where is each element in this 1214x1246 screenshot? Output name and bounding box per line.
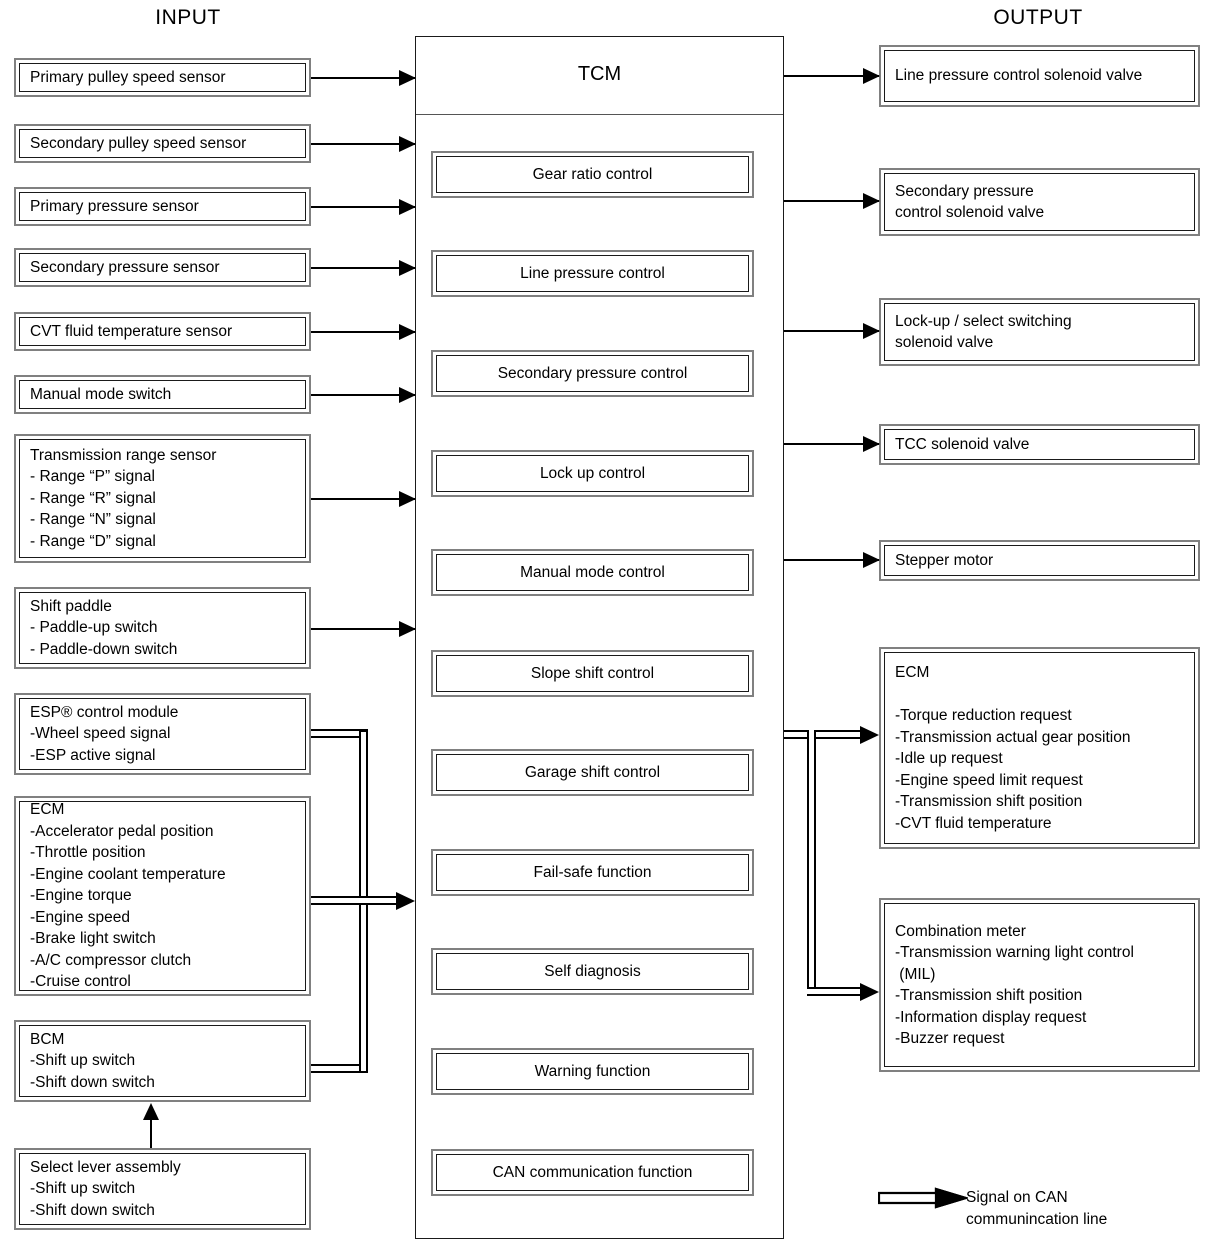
output-box-label: Lock-up / select switching solenoid valv… (895, 312, 1072, 352)
input-box-bcm[interactable]: BCM -Shift up switch -Shift down switch (14, 1020, 311, 1102)
tcm-function-label: Slope shift control (530, 664, 655, 682)
can-line-tcm-to-ecm-output (784, 730, 860, 739)
input-box-label: Secondary pulley speed sensor (30, 134, 247, 152)
can-bus-corner-top-output (809, 730, 814, 733)
output-box-secondary-pressure-control-solenoid-valve[interactable]: Secondary pressure control solenoid valv… (879, 168, 1200, 236)
can-arrowhead-tcm-to-ecm-output (860, 725, 879, 744)
input-box-label: ECM -Accelerator pedal position -Throttl… (30, 801, 226, 991)
tcm-function-label: Garage shift control (524, 763, 661, 781)
tcm-container (415, 36, 784, 1239)
tcm-function-manual-mode-control[interactable]: Manual mode control (431, 549, 754, 596)
arrow-tcm-to-stepper-motor (784, 552, 880, 568)
legend-label: Signal on CAN communincation line (966, 1189, 1108, 1228)
output-column-heading: OUTPUT (993, 6, 1083, 29)
input-box-label: Primary pulley speed sensor (30, 68, 226, 86)
input-box-label: Shift paddle - Paddle-up switch - Paddle… (30, 597, 178, 658)
arrow-primary-pressure-sensor-to-tcm (311, 199, 416, 215)
input-column-heading: INPUT (155, 6, 221, 29)
tcm-function-lock-up-control[interactable]: Lock up control (431, 450, 754, 497)
input-box-secondary-pressure-sensor[interactable]: Secondary pressure sensor (14, 248, 311, 287)
arrow-transmission-range-sensor-to-tcm (311, 491, 416, 507)
arrow-secondary-pulley-speed-sensor-to-tcm (311, 136, 416, 152)
tcm-function-label: CAN communication function (492, 1163, 693, 1181)
arrow-tcm-to-line-pressure-control-solenoid-valve (784, 68, 880, 84)
arrow-manual-mode-switch-to-tcm (311, 387, 416, 403)
tcm-function-label: Line pressure control (520, 264, 665, 282)
arrow-secondary-pressure-sensor-to-tcm (311, 260, 416, 276)
tcm-function-label: Lock up control (539, 464, 646, 482)
arrow-cvt-fluid-temperature-sensor-to-tcm (311, 324, 416, 340)
arrow-select-lever-to-bcm (143, 1103, 159, 1148)
tcm-function-label: Gear ratio control (532, 165, 653, 183)
tcm-function-can-communication-function[interactable]: CAN communication function (431, 1149, 754, 1196)
input-box-select-lever-assembly[interactable]: Select lever assembly -Shift up switch -… (14, 1148, 311, 1230)
input-box-manual-mode-switch[interactable]: Manual mode switch (14, 375, 311, 414)
input-box-label: Select lever assembly -Shift up switch -… (30, 1158, 181, 1219)
output-box-stepper-motor[interactable]: Stepper motor (879, 540, 1200, 581)
input-box-primary-pulley-speed-sensor[interactable]: Primary pulley speed sensor (14, 58, 311, 97)
can-arrowhead-tcm-to-combination-meter (860, 982, 879, 1001)
tcm-function-label: Manual mode control (520, 563, 665, 581)
input-box-label: Transmission range sensor - Range “P” si… (30, 446, 217, 550)
tcm-function-fail-safe-function[interactable]: Fail-safe function (431, 849, 754, 896)
input-box-label: Secondary pressure sensor (30, 258, 220, 276)
can-arrowhead-input-to-tcm (396, 891, 415, 910)
output-box-tcc-solenoid-valve[interactable]: TCC solenoid valve (879, 424, 1200, 465)
can-line-tcm-to-combination-meter (807, 987, 860, 996)
tcm-function-label: Secondary pressure control (497, 364, 688, 382)
output-box-ecm[interactable]: ECM -Torque reduction request -Transmiss… (879, 647, 1200, 849)
arrow-shift-paddle-to-tcm (311, 621, 416, 637)
output-box-line-pressure-control-solenoid-valve[interactable]: Line pressure control solenoid valve (879, 45, 1200, 107)
input-box-shift-paddle[interactable]: Shift paddle - Paddle-up switch - Paddle… (14, 587, 311, 669)
output-box-combination-meter[interactable]: Combination meter -Transmission warning … (879, 898, 1200, 1072)
tcm-function-secondary-pressure-control[interactable]: Secondary pressure control (431, 350, 754, 397)
tcm-function-label: Fail-safe function (533, 863, 652, 881)
arrow-primary-pulley-speed-sensor-to-tcm (311, 70, 416, 86)
input-box-label: Primary pressure sensor (30, 197, 199, 215)
arrow-tcm-to-tcc-solenoid-valve (784, 436, 880, 452)
output-box-label: Combination meter -Transmission warning … (895, 922, 1134, 1048)
input-box-secondary-pulley-speed-sensor[interactable]: Secondary pulley speed sensor (14, 124, 311, 163)
tcm-function-warning-function[interactable]: Warning function (431, 1048, 754, 1095)
can-line-esp-to-bus (311, 729, 368, 738)
tcm-function-slope-shift-control[interactable]: Slope shift control (431, 650, 754, 697)
output-box-label: TCC solenoid valve (895, 435, 1030, 453)
input-box-esp-control-module[interactable]: ESP® control module -Wheel speed signal … (14, 693, 311, 775)
output-box-lock-up-select-switching-solenoid-valve[interactable]: Lock-up / select switching solenoid valv… (879, 298, 1200, 366)
arrow-tcm-to-lock-up-select-switching-solenoid-valve (784, 323, 880, 339)
arrow-tcm-to-secondary-pressure-control-solenoid-valve (784, 193, 880, 209)
can-line-ecm-to-tcm (311, 896, 396, 905)
can-line-bcm-to-bus (311, 1064, 368, 1073)
can-bus-corner-bottom-output (809, 989, 814, 993)
output-box-label: ECM -Torque reduction request -Transmiss… (895, 664, 1131, 832)
can-bus-crossing-gap (361, 898, 367, 903)
tcm-title: TCM (577, 63, 622, 85)
tcm-function-self-diagnosis[interactable]: Self diagnosis (431, 948, 754, 995)
input-box-primary-pressure-sensor[interactable]: Primary pressure sensor (14, 187, 311, 226)
input-box-label: BCM -Shift up switch -Shift down switch (30, 1030, 155, 1091)
legend-can-arrow-icon (878, 1187, 968, 1209)
output-box-label: Line pressure control solenoid valve (895, 67, 1143, 85)
input-box-transmission-range-sensor[interactable]: Transmission range sensor - Range “P” si… (14, 434, 311, 563)
input-box-label: ESP® control module -Wheel speed signal … (30, 703, 179, 764)
tcm-function-label: Self diagnosis (544, 962, 641, 980)
tcm-function-gear-ratio-control[interactable]: Gear ratio control (431, 151, 754, 198)
input-box-ecm[interactable]: ECM -Accelerator pedal position -Throttl… (14, 796, 311, 996)
output-box-label: Stepper motor (895, 551, 994, 569)
tcm-function-garage-shift-control[interactable]: Garage shift control (431, 749, 754, 796)
input-box-label: CVT fluid temperature sensor (30, 322, 233, 340)
input-box-cvt-fluid-temperature-sensor[interactable]: CVT fluid temperature sensor (14, 312, 311, 351)
can-bus-cap-bottom-input (359, 1070, 368, 1073)
can-bus-cap-top-input (359, 729, 368, 732)
can-bus-trunk-output (807, 730, 816, 996)
input-box-label: Manual mode switch (30, 385, 172, 403)
tcm-function-line-pressure-control[interactable]: Line pressure control (431, 250, 754, 297)
tcm-function-label: Warning function (534, 1062, 651, 1080)
output-box-label: Secondary pressure control solenoid valv… (895, 182, 1045, 222)
tcm-title-divider (416, 114, 783, 115)
